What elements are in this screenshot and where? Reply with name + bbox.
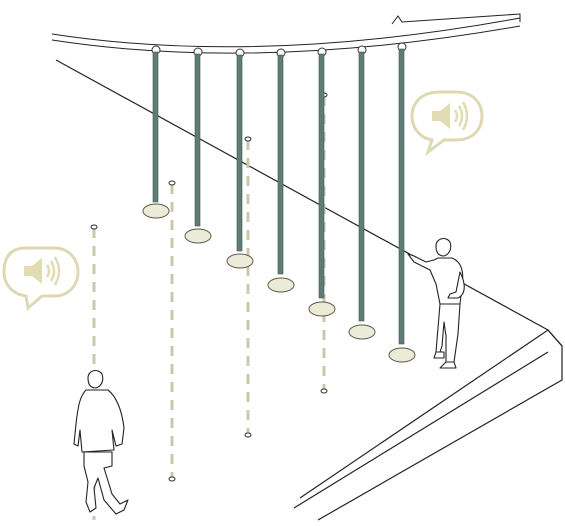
dashed-markers <box>92 96 326 520</box>
person-legs <box>83 451 129 515</box>
person-shoe <box>439 361 457 369</box>
sound-waves-icon <box>453 101 469 131</box>
person-shoe <box>433 351 445 359</box>
hanging-rod <box>308 47 336 317</box>
sound-waves-icon <box>45 256 61 286</box>
hanging-rod <box>226 48 254 269</box>
hanging-rods <box>142 42 416 363</box>
floor-platform <box>293 329 563 521</box>
wall-edge-line <box>55 59 549 331</box>
person-arm <box>447 271 465 299</box>
person-head <box>435 237 452 257</box>
person-head <box>87 369 104 389</box>
speaker-icon <box>24 258 42 284</box>
hanging-rod <box>267 48 295 293</box>
hanging-rod <box>184 47 212 244</box>
walking-person <box>73 369 129 515</box>
hanging-rod <box>388 42 416 363</box>
hanging-rod <box>348 45 376 340</box>
speech-bubble-left <box>2 246 80 311</box>
speech-bubble-right <box>410 90 484 157</box>
hanging-rod <box>142 45 170 219</box>
standing-person <box>407 237 465 369</box>
speaker-icon <box>432 103 450 129</box>
person-torso <box>73 389 125 453</box>
ceiling-track <box>51 13 521 54</box>
